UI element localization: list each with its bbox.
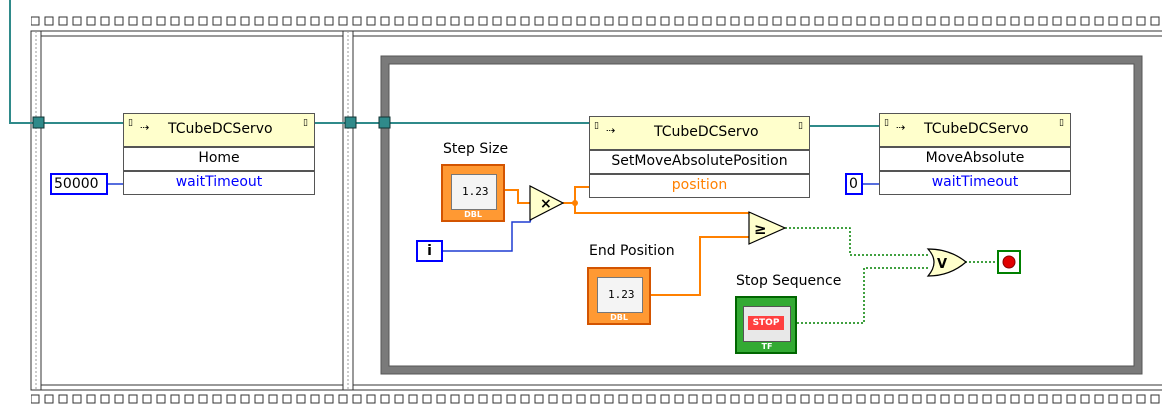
- wait-timeout-constant[interactable]: 0: [845, 173, 863, 195]
- stop-sequence-control[interactable]: STOP TF: [735, 296, 797, 354]
- step-size-control[interactable]: 1.23 DBL: [441, 164, 505, 222]
- iteration-terminal[interactable]: i: [416, 240, 443, 262]
- stop-sequence-label: Stop Sequence: [736, 273, 842, 289]
- dbl-terminal-icon: 1.23: [451, 174, 497, 210]
- node-class-name: TCubeDCServo: [168, 121, 273, 137]
- greater-or-equal-primitive[interactable]: ≥: [748, 211, 787, 245]
- home-param-row[interactable]: waitTimeout: [123, 171, 315, 195]
- end-position-control[interactable]: 1.23 DBL: [587, 267, 651, 325]
- node-file-icon: ▯: [798, 121, 803, 131]
- flat-sequence-frame[interactable]: [30, 14, 1162, 407]
- control-value: 1.23: [608, 288, 635, 301]
- home-invoke-node[interactable]: ▯ ⇢ TCubeDCServo ▯: [123, 113, 315, 147]
- wire-junction: [572, 200, 578, 206]
- moveabs-method-row: MoveAbsolute: [879, 147, 1071, 171]
- or-primitive[interactable]: V: [926, 248, 967, 277]
- stop-text: STOP: [748, 316, 784, 330]
- node-file-icon: ▯: [884, 118, 889, 128]
- node-file-icon: ▯: [1059, 118, 1064, 128]
- step-size-label: Step Size: [443, 141, 509, 157]
- multiply-symbol: ×: [540, 196, 552, 212]
- bool-wires: [785, 227, 998, 324]
- or-symbol: V: [937, 257, 947, 272]
- invoke-arrow-icon: ⇢: [896, 121, 906, 134]
- multiply-primitive[interactable]: ×: [529, 185, 565, 221]
- while-loop-border[interactable]: [380, 55, 1143, 375]
- wait-timeout-constant[interactable]: 50000: [50, 173, 108, 195]
- loop-input-tunnel[interactable]: [378, 116, 391, 129]
- end-position-label: End Position: [589, 243, 675, 259]
- node-file-icon: ▯: [128, 118, 133, 128]
- sequence-tunnel[interactable]: [32, 116, 45, 129]
- node-file-icon: ▯: [594, 121, 599, 131]
- setpos-method-row: SetMoveAbsolutePosition: [589, 150, 810, 174]
- loop-stop-condition[interactable]: [997, 250, 1021, 274]
- sequence-tunnel[interactable]: [344, 116, 357, 129]
- setpos-param-row[interactable]: position: [589, 174, 810, 198]
- setpos-invoke-node[interactable]: ▯ ⇢ TCubeDCServo ▯: [589, 116, 810, 150]
- invoke-arrow-icon: ⇢: [140, 121, 150, 134]
- moveabs-param-row[interactable]: waitTimeout: [879, 171, 1071, 195]
- type-tag: DBL: [464, 210, 482, 219]
- type-tag: DBL: [610, 313, 628, 322]
- control-value: 1.23: [462, 185, 489, 198]
- node-class-name: TCubeDCServo: [924, 121, 1029, 137]
- dbl-terminal-icon: 1.23: [597, 277, 643, 313]
- node-class-name: TCubeDCServo: [654, 124, 759, 140]
- moveabs-invoke-node[interactable]: ▯ ⇢ TCubeDCServo ▯: [879, 113, 1071, 147]
- invoke-arrow-icon: ⇢: [606, 124, 616, 137]
- home-method-row: Home: [123, 147, 315, 171]
- node-file-icon: ▯: [303, 118, 308, 128]
- refnum-wires: [9, 0, 879, 127]
- type-tag: TF: [761, 342, 773, 351]
- compare-symbol: ≥: [754, 220, 767, 238]
- stop-button-icon: STOP: [743, 306, 791, 342]
